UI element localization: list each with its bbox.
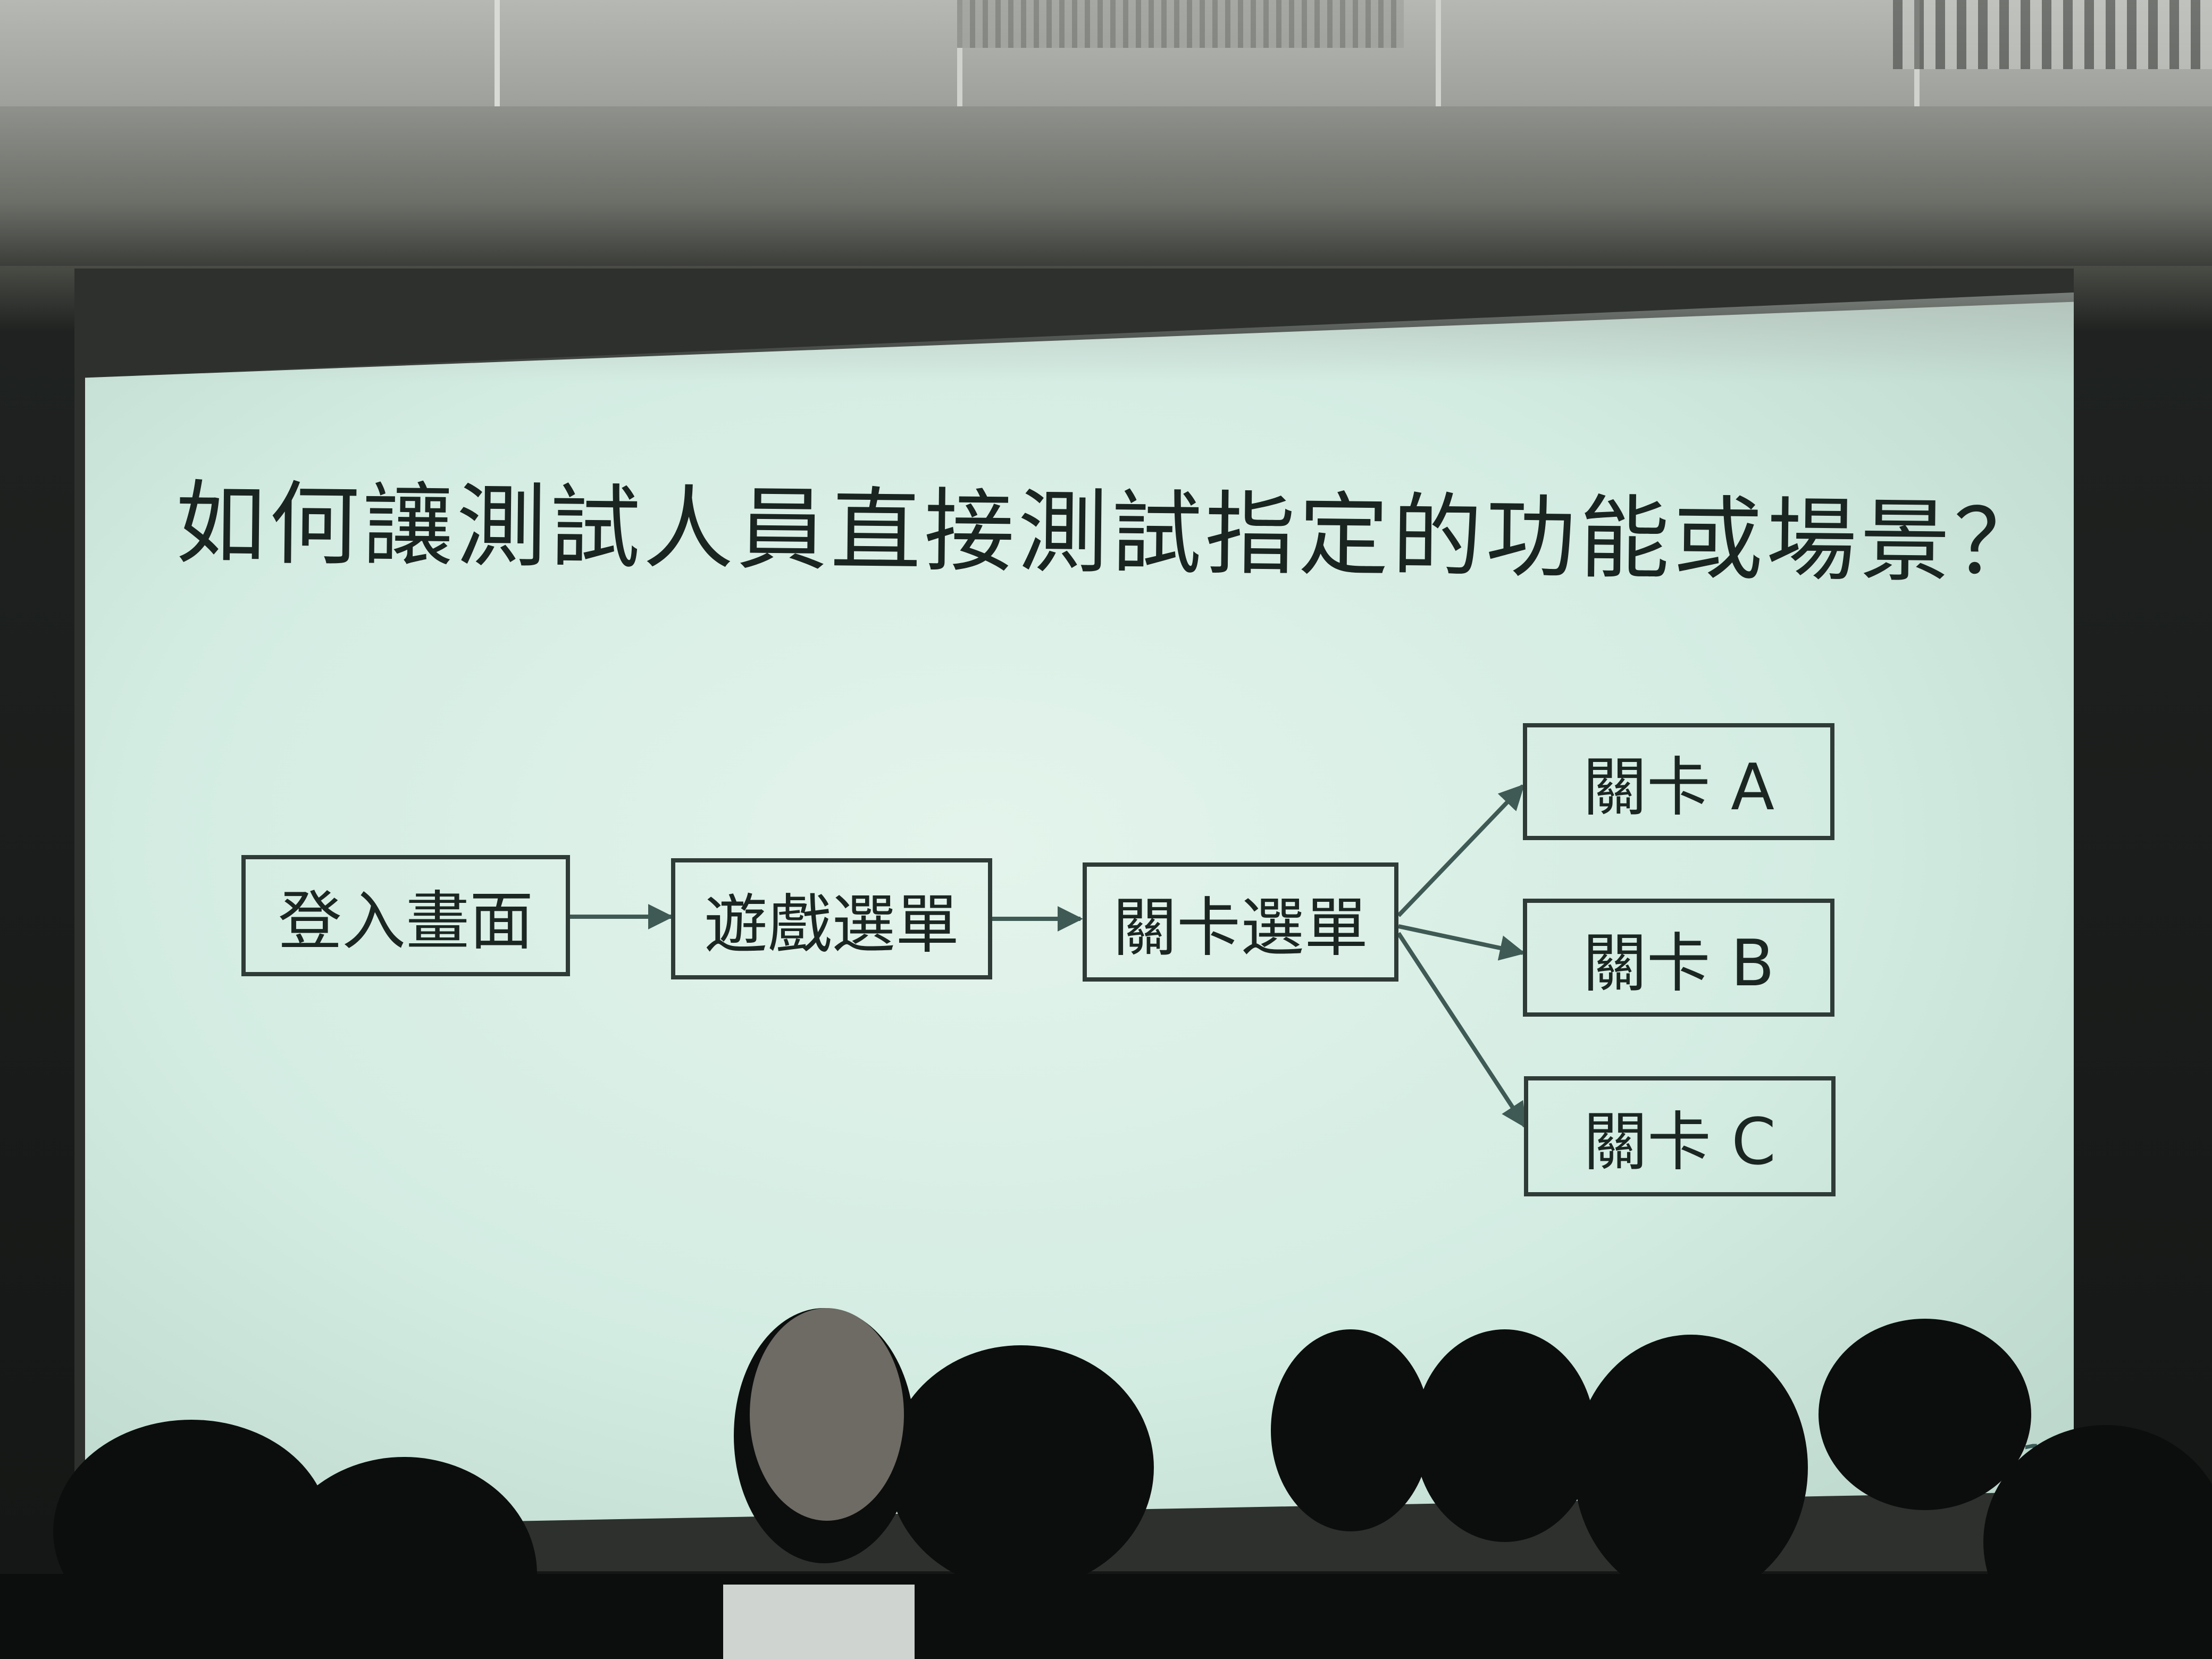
flow-box-game-menu-label: 遊戲選單 xyxy=(704,888,959,962)
flow-box-level-c-label: 關卡 C xyxy=(1583,1105,1776,1179)
flow-box-game-menu: 遊戲選單 xyxy=(671,858,992,979)
ceiling-light-fixture xyxy=(1893,0,2212,69)
audience-head xyxy=(750,1308,904,1521)
flow-box-login-label: 登入畫面 xyxy=(278,885,533,959)
flow-box-login: 登入畫面 xyxy=(241,855,570,976)
flow-box-level-menu-label: 關卡選單 xyxy=(1113,891,1368,965)
slide-title: 如何讓測試人員直接測試指定的功能或場景？ xyxy=(174,471,2048,596)
ceiling-vent xyxy=(957,0,1404,48)
audience-shoulders xyxy=(0,1574,2212,1659)
audience-head xyxy=(1271,1329,1430,1531)
audience-head xyxy=(1819,1319,2031,1510)
flow-box-level-b-label: 關卡 B xyxy=(1582,927,1775,1001)
flow-box-level-a-label: 關卡 A xyxy=(1582,751,1775,825)
audience-silhouettes xyxy=(0,1308,2212,1659)
flow-box-level-menu: 關卡選單 xyxy=(1083,862,1398,982)
audience-head xyxy=(1574,1335,1808,1601)
flow-box-level-b: 關卡 B xyxy=(1523,899,1834,1017)
flow-box-level-c: 關卡 C xyxy=(1524,1076,1836,1196)
flow-box-level-a: 關卡 A xyxy=(1523,723,1834,840)
audience-head xyxy=(888,1345,1154,1590)
front-wall xyxy=(0,106,2212,266)
audience-head xyxy=(1414,1329,1595,1542)
audience-shirt xyxy=(723,1585,915,1659)
